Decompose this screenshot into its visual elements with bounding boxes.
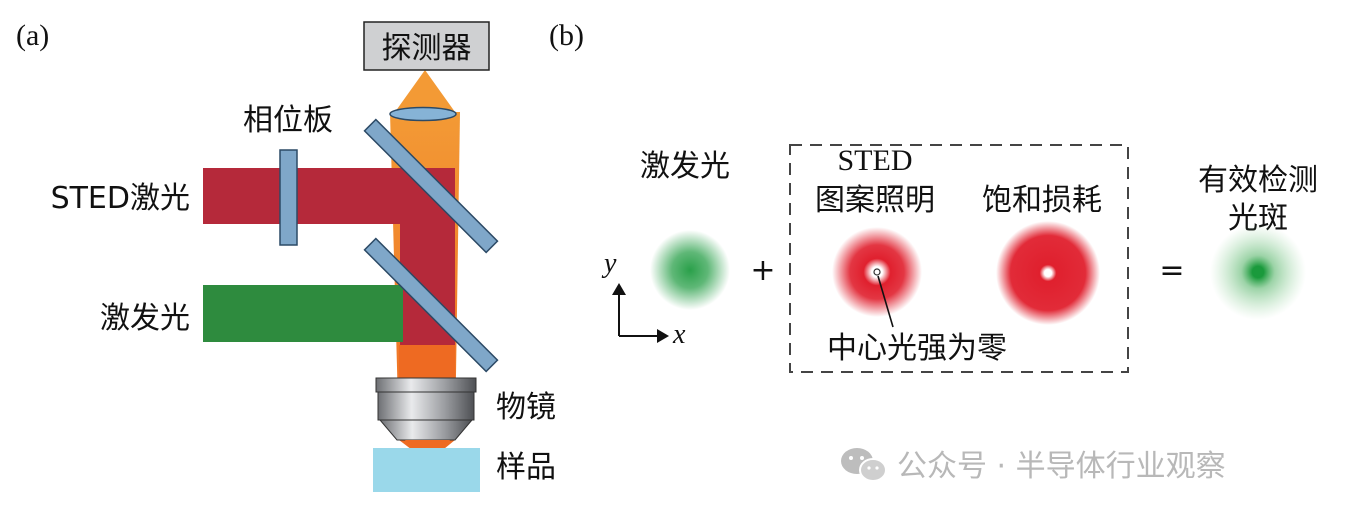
sample [373, 448, 480, 492]
center-pointer-line [877, 275, 894, 328]
sted-beam-horizontal [203, 168, 400, 224]
phase-plate [279, 149, 298, 246]
sted-laser-label: STED激光 [51, 181, 190, 216]
sample-label: 样品 [496, 450, 556, 485]
panel-a: (a) 探测器 相位板 STED激光 激发光 [16, 19, 556, 492]
sted-group-box [789, 144, 1129, 373]
wechat-icon [841, 448, 887, 482]
excitation-spot [650, 230, 730, 310]
phase-plate-label: 相位板 [243, 103, 333, 138]
equals-sign: = [1159, 253, 1184, 288]
dichroic-mirror-upper [363, 118, 499, 254]
axis-y-label: y [601, 248, 617, 279]
sted-pattern-label-1: STED [838, 144, 913, 177]
objective-label: 物镜 [496, 390, 556, 425]
coordinate-axes [612, 283, 669, 343]
detector-box [363, 21, 490, 71]
sted-pattern-label-2: 图案照明 [815, 183, 935, 218]
panel-a-label: (a) [16, 19, 49, 52]
excitation-spot-label: 激发光 [640, 149, 730, 184]
dichroic-mirror-lower [363, 237, 499, 373]
excitation-beam [203, 285, 403, 342]
effective-spot-label-1: 有效检测 [1198, 163, 1318, 198]
mixed-beam [399, 345, 455, 385]
panel-b-label: (b) [549, 19, 584, 52]
center-zero-marker [873, 268, 881, 276]
emission-arrow [395, 70, 455, 112]
detector-label: 探测器 [382, 31, 472, 66]
watermark: 公众号 · 半导体行业观察 [841, 448, 1226, 484]
objective-lens [375, 377, 477, 441]
saturation-depletion-label: 饱和损耗 [982, 183, 1102, 218]
saturated-depletion-spot [996, 221, 1100, 325]
effective-spot [1210, 224, 1306, 320]
plus-sign: + [750, 253, 775, 288]
detector-lens [389, 106, 457, 122]
center-zero-label: 中心光强为零 [827, 331, 1007, 366]
panel-b: (b) 激发光 STED 图案照明 饱和损耗 有效检测 光斑 + = 中心光强为… [549, 19, 1318, 373]
axis-x-label: x [672, 319, 686, 350]
watermark-text: 公众号 · 半导体行业观察 [897, 449, 1226, 484]
excitation-label: 激发光 [100, 301, 190, 336]
